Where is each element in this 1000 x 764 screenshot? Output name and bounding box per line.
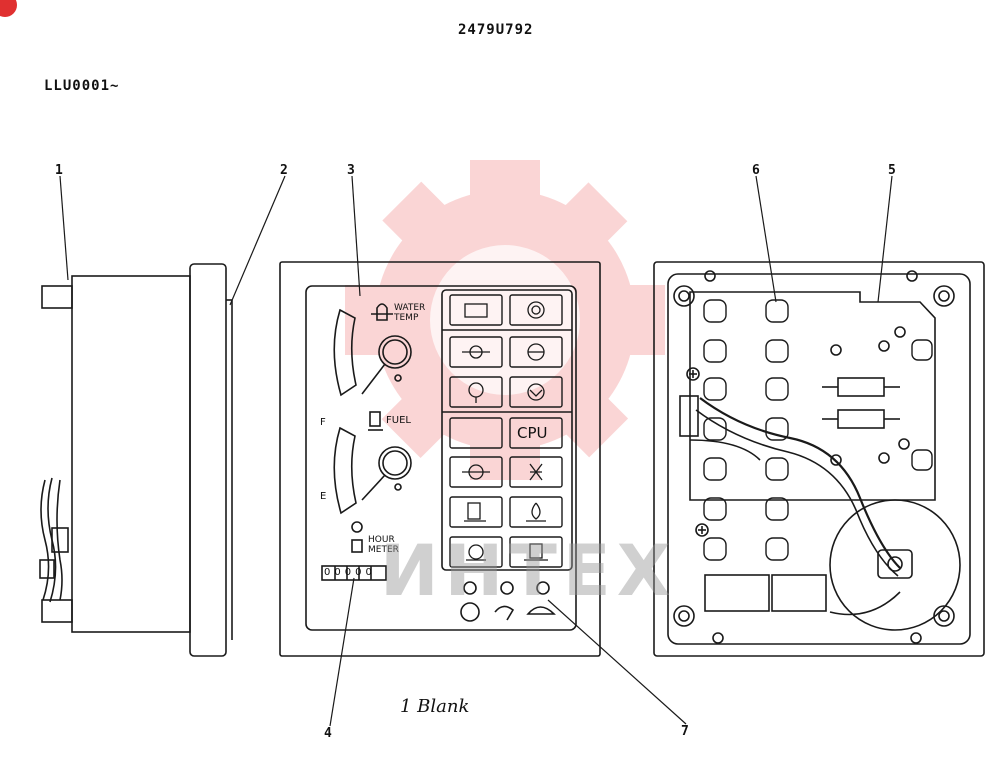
callout-6: 6 <box>752 163 760 178</box>
side-view <box>39 263 233 657</box>
handwritten-note: 1 Blank <box>400 696 470 717</box>
callout-4: 4 <box>324 726 332 741</box>
watermark-text: ИНТЕХ <box>380 530 677 612</box>
fuel-label: FUEL <box>386 415 411 426</box>
hour-meter-digits: 00000 <box>324 567 376 578</box>
rear-view <box>653 261 985 657</box>
fuel-empty-label: E <box>320 491 327 502</box>
callout-2: 2 <box>280 163 288 178</box>
hour-meter-label-line1: HOUR <box>368 535 395 545</box>
hour-meter-label-line2: METER <box>368 545 399 555</box>
fuel-full-label: F <box>320 417 326 428</box>
drawing-number: 2479U792 <box>458 22 534 38</box>
callout-5: 5 <box>888 163 896 178</box>
water-temp-label-line1: WATER <box>394 303 426 313</box>
callout-1: 1 <box>55 163 63 178</box>
callout-3: 3 <box>347 163 355 178</box>
serial-range: LLU0001~ <box>44 78 120 94</box>
water-temp-label-line2: TEMP <box>394 313 419 323</box>
cpu-lamp-label: CPU <box>517 424 548 442</box>
front-panel <box>279 261 601 657</box>
callout-7: 7 <box>681 724 689 739</box>
